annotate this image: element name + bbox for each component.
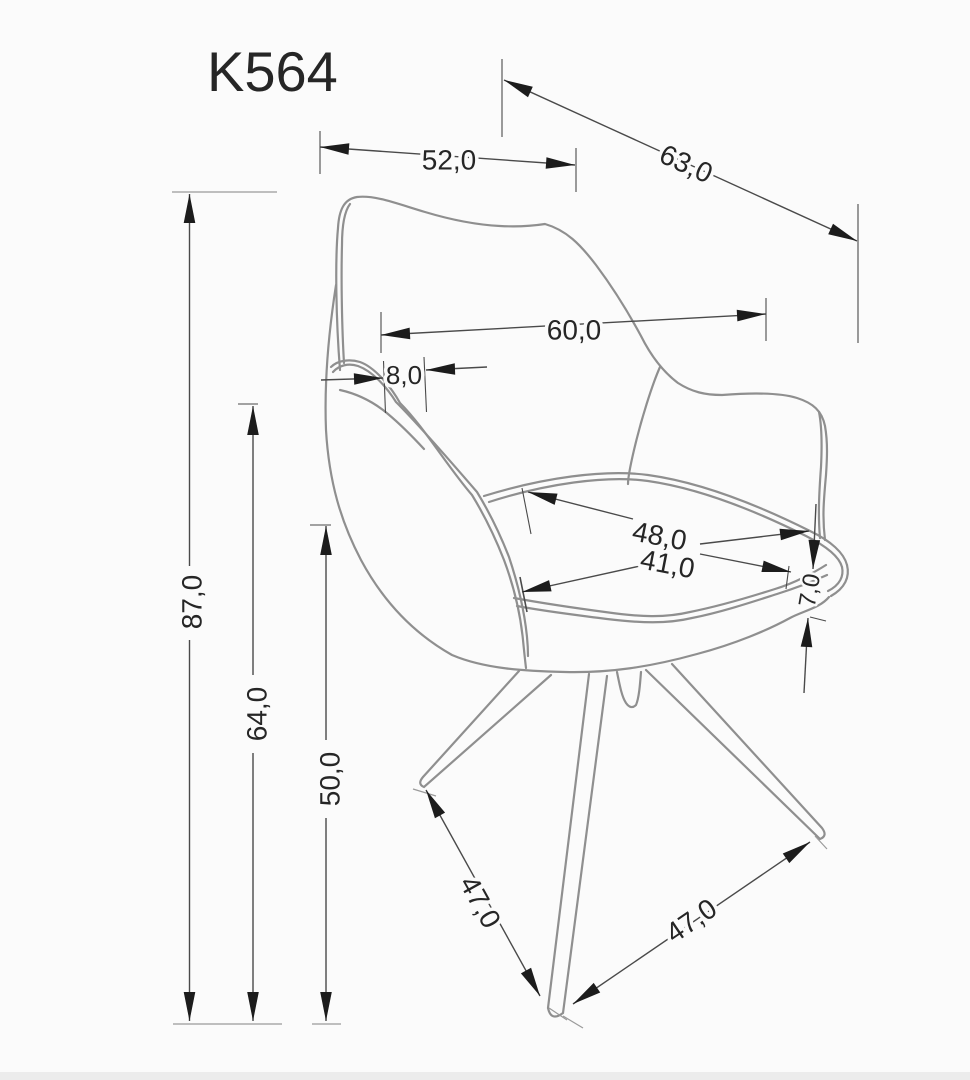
svg-text:60,0: 60,0: [547, 314, 602, 345]
svg-text:64,0: 64,0: [242, 687, 273, 742]
svg-text:87,0: 87,0: [177, 575, 208, 630]
svg-text:K564: K564: [207, 40, 338, 103]
svg-text:50,0: 50,0: [315, 752, 346, 807]
svg-text:52,0: 52,0: [422, 144, 477, 175]
svg-text:7,0: 7,0: [794, 572, 826, 610]
svg-text:8,0: 8,0: [386, 360, 422, 390]
